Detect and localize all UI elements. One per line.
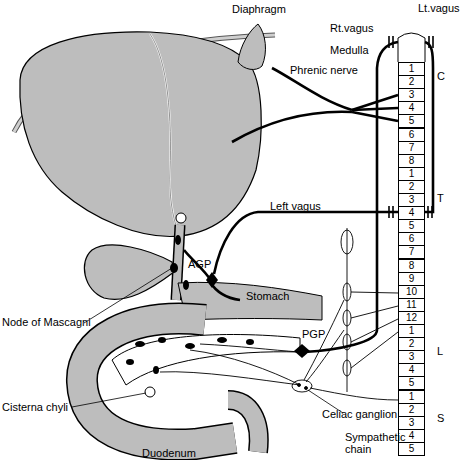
- anatomy-label: Phrenic nerve: [290, 64, 358, 76]
- segment-number: 4: [409, 365, 415, 375]
- spinal-segment: 5: [398, 442, 425, 456]
- segment-number: 12: [406, 313, 417, 323]
- segment-number: 2: [409, 339, 415, 349]
- segment-number: 4: [409, 208, 415, 218]
- anatomy-label: C: [437, 70, 445, 82]
- spinal-segment: 10: [398, 285, 425, 299]
- segment-number: 1: [409, 392, 415, 402]
- liver-fissure: [150, 34, 178, 232]
- gallbladder: [84, 245, 174, 299]
- leader-lines: [72, 268, 343, 413]
- spinal-segment: 1: [398, 390, 425, 404]
- anatomy-label: Diaphragm: [232, 3, 286, 15]
- segment-number: 7: [409, 247, 415, 257]
- anatomy-label: T: [437, 192, 444, 204]
- segment-number: 1: [409, 326, 415, 336]
- spinal-segment: 2: [398, 75, 425, 89]
- anatomy-label: S: [437, 412, 444, 424]
- segment-number: 2: [409, 182, 415, 192]
- spinal-segment: 1: [398, 167, 425, 181]
- segment-number: 4: [409, 103, 415, 113]
- spinal-segment: 2: [398, 180, 425, 194]
- spinal-segment: 5: [398, 376, 425, 390]
- segment-number: 10: [406, 287, 417, 297]
- anatomy-label: L: [437, 345, 443, 357]
- anatomy-label: Lt.vagus: [418, 2, 460, 14]
- cisterna-chyli: [145, 387, 155, 397]
- anatomy-label: Celiac ganglion: [322, 408, 397, 420]
- spinal-segment: 12: [398, 311, 425, 325]
- liver-lobe: [238, 24, 265, 69]
- segment-number: 8: [409, 261, 415, 271]
- intestine: [228, 400, 259, 452]
- intestine: [228, 400, 259, 452]
- spinal-segment: 5: [398, 114, 425, 128]
- anatomy-label: Left vagus: [270, 200, 321, 212]
- segment-number: 5: [409, 221, 415, 231]
- thin-nerves: [160, 344, 300, 385]
- segment-number: 2: [409, 405, 415, 415]
- spinal-segment: 3: [398, 88, 425, 102]
- duct-ring: [176, 213, 186, 223]
- segment-number: 5: [409, 116, 415, 126]
- spinal-segment: 6: [398, 128, 425, 142]
- pgp-ganglion: [294, 344, 310, 358]
- segment-number: 3: [409, 418, 415, 428]
- segment-number: 7: [409, 143, 415, 153]
- spinal-segment: 7: [398, 245, 425, 259]
- segment-number: 3: [409, 352, 415, 362]
- spinal-segment: 4: [398, 363, 425, 377]
- liver-fissure: [150, 34, 178, 232]
- anatomy-label: Rt.vagus: [330, 22, 373, 34]
- spinal-segment: 7: [398, 141, 425, 155]
- spinal-segment: 3: [398, 193, 425, 207]
- segment-number: 5: [409, 378, 415, 388]
- anatomy-label: Node of Mascagni: [2, 316, 91, 328]
- segment-number: 3: [409, 90, 415, 100]
- spinal-segment: 2: [398, 403, 425, 417]
- spinal-segment: 2: [398, 337, 425, 351]
- nerves: [184, 42, 433, 352]
- anatomy-label: Sympathetic chain: [345, 431, 409, 455]
- medulla-outline: [398, 33, 425, 62]
- spinal-segment: 6: [398, 232, 425, 246]
- spinal-segment: 9: [398, 272, 425, 286]
- spinal-segment: 3: [398, 350, 425, 364]
- anatomy-label: Medulla: [330, 44, 369, 56]
- spinal-segment: 8: [398, 154, 425, 168]
- spinal-segment: 1: [398, 62, 425, 76]
- segment-number: 5: [409, 444, 415, 454]
- segment-number: 1: [409, 169, 415, 179]
- segment-number: 6: [409, 234, 415, 244]
- segment-number: 11: [406, 300, 416, 310]
- segment-number: 1: [409, 64, 415, 74]
- spinal-segment: 1: [398, 324, 425, 338]
- anatomy-label: Duodenum: [142, 447, 196, 459]
- nerve-bars: [389, 36, 433, 218]
- spinal-segment: 4: [398, 101, 425, 115]
- pancreas: [112, 334, 300, 385]
- segment-number: 4: [409, 431, 415, 441]
- spinal-segment: 8: [398, 259, 425, 273]
- anatomy-label: Cisterna chyli: [2, 401, 68, 413]
- liver: [20, 32, 261, 237]
- segment-number: 3: [409, 195, 415, 205]
- sympathetic-chain: [292, 228, 398, 400]
- anatomy-label: PGP: [302, 328, 325, 340]
- spinal-segment: 11: [398, 298, 425, 312]
- segment-number: 2: [409, 77, 415, 87]
- spinal-segment: 5: [398, 219, 425, 233]
- segment-number: 9: [409, 274, 415, 284]
- lymph-nodes: [126, 235, 254, 374]
- spinal-segment: 3: [398, 416, 425, 430]
- agp-ganglion: [206, 272, 218, 288]
- spinal-segment: 4: [398, 206, 425, 220]
- segment-number: 6: [409, 130, 415, 140]
- anatomy-label: Stomach: [246, 290, 289, 302]
- segment-number: 8: [409, 156, 415, 166]
- anatomy-label: AGP: [188, 258, 211, 270]
